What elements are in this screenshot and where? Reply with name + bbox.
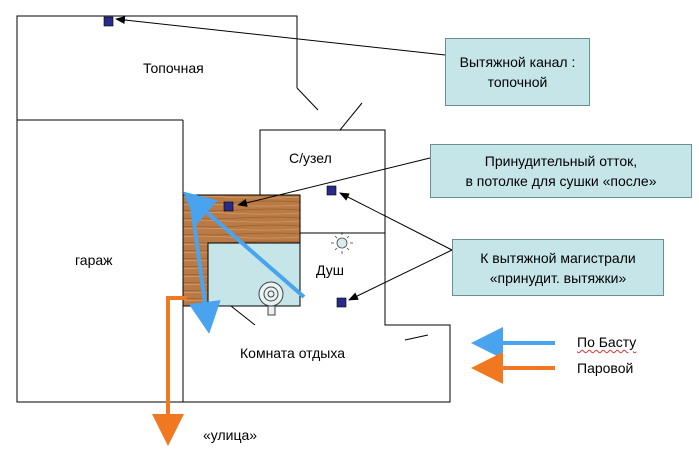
room-label-shower: Душ bbox=[316, 262, 344, 278]
basta-airflow-arrows bbox=[182, 191, 306, 334]
vent-marker-icon bbox=[336, 297, 347, 308]
callout-line: «принудит. вытяжки» bbox=[489, 269, 627, 286]
room-label-garage: гараж bbox=[75, 252, 113, 268]
callout-exhaust-channel: Вытяжной канал : топочной bbox=[445, 38, 590, 106]
callout-forced-main: К вытяжной магистрали «принудит. вытяжки… bbox=[452, 239, 664, 296]
outside-label: «улица» bbox=[203, 427, 257, 443]
steam-airflow-arrow bbox=[152, 296, 187, 446]
shower-head-icon bbox=[331, 232, 353, 254]
callout-line: Вытяжной канал : bbox=[459, 54, 576, 70]
callout-leaders bbox=[115, 16, 453, 301]
legend-steam-label: Паровой bbox=[577, 360, 634, 376]
callout-line: К вытяжной магистрали bbox=[480, 249, 636, 266]
callout-line: Принудительный отток, bbox=[484, 153, 638, 169]
callout-forced-outflow: Принудительный отток, в потолке для сушк… bbox=[430, 144, 692, 198]
vent-marker-icon bbox=[326, 185, 337, 196]
vent-marker-icon bbox=[223, 201, 234, 212]
vent-marker-icon bbox=[103, 16, 114, 27]
room-label-topochnaya: Топочная bbox=[143, 60, 204, 76]
room-label-bathroom: С/узел bbox=[289, 150, 332, 166]
callout-line: топочной bbox=[487, 74, 548, 90]
room-label-rest-room: Комната отдыха bbox=[240, 345, 345, 361]
walls bbox=[16, 15, 451, 403]
legend-basta-label: По Басту bbox=[577, 334, 637, 350]
stove-fan-icon bbox=[258, 281, 284, 316]
callout-line: в потолке для сушки «после» bbox=[465, 173, 657, 189]
